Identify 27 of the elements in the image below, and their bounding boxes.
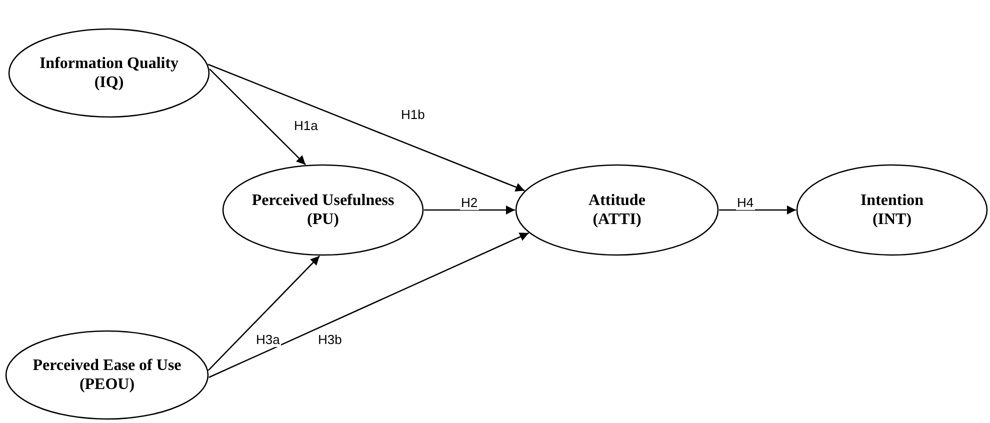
node-label: (PEOU) (79, 375, 135, 394)
arrow (719, 206, 796, 214)
edge-label: H4 (736, 195, 755, 210)
node-label: Intention (860, 191, 924, 210)
node-label: (PU) (307, 210, 339, 229)
ellipse-node (515, 164, 719, 256)
ellipse-node (8, 28, 210, 118)
edge-label: H3b (317, 332, 343, 347)
edge-label: H1a (293, 118, 319, 133)
node-label: Attitude (588, 191, 646, 210)
edge-label: H2 (460, 195, 479, 210)
ellipse-node (796, 164, 988, 256)
node-label: (ATTI) (592, 210, 642, 229)
node-label: Perceived Usefulness (252, 191, 394, 210)
node-label: Information Quality (39, 54, 179, 73)
arrow (209, 68, 306, 166)
node-label: (INT) (872, 210, 912, 229)
edge-label: H3a (255, 332, 281, 347)
ellipse-node (222, 164, 424, 256)
arrow (208, 232, 529, 378)
ellipse-node (5, 330, 209, 420)
arrow (424, 206, 515, 214)
node-label: Perceived Ease of Use (32, 356, 182, 375)
arrow (208, 64, 525, 192)
arrow (208, 256, 320, 371)
edge-label: H1b (400, 107, 426, 122)
node-label: (IQ) (94, 73, 124, 92)
